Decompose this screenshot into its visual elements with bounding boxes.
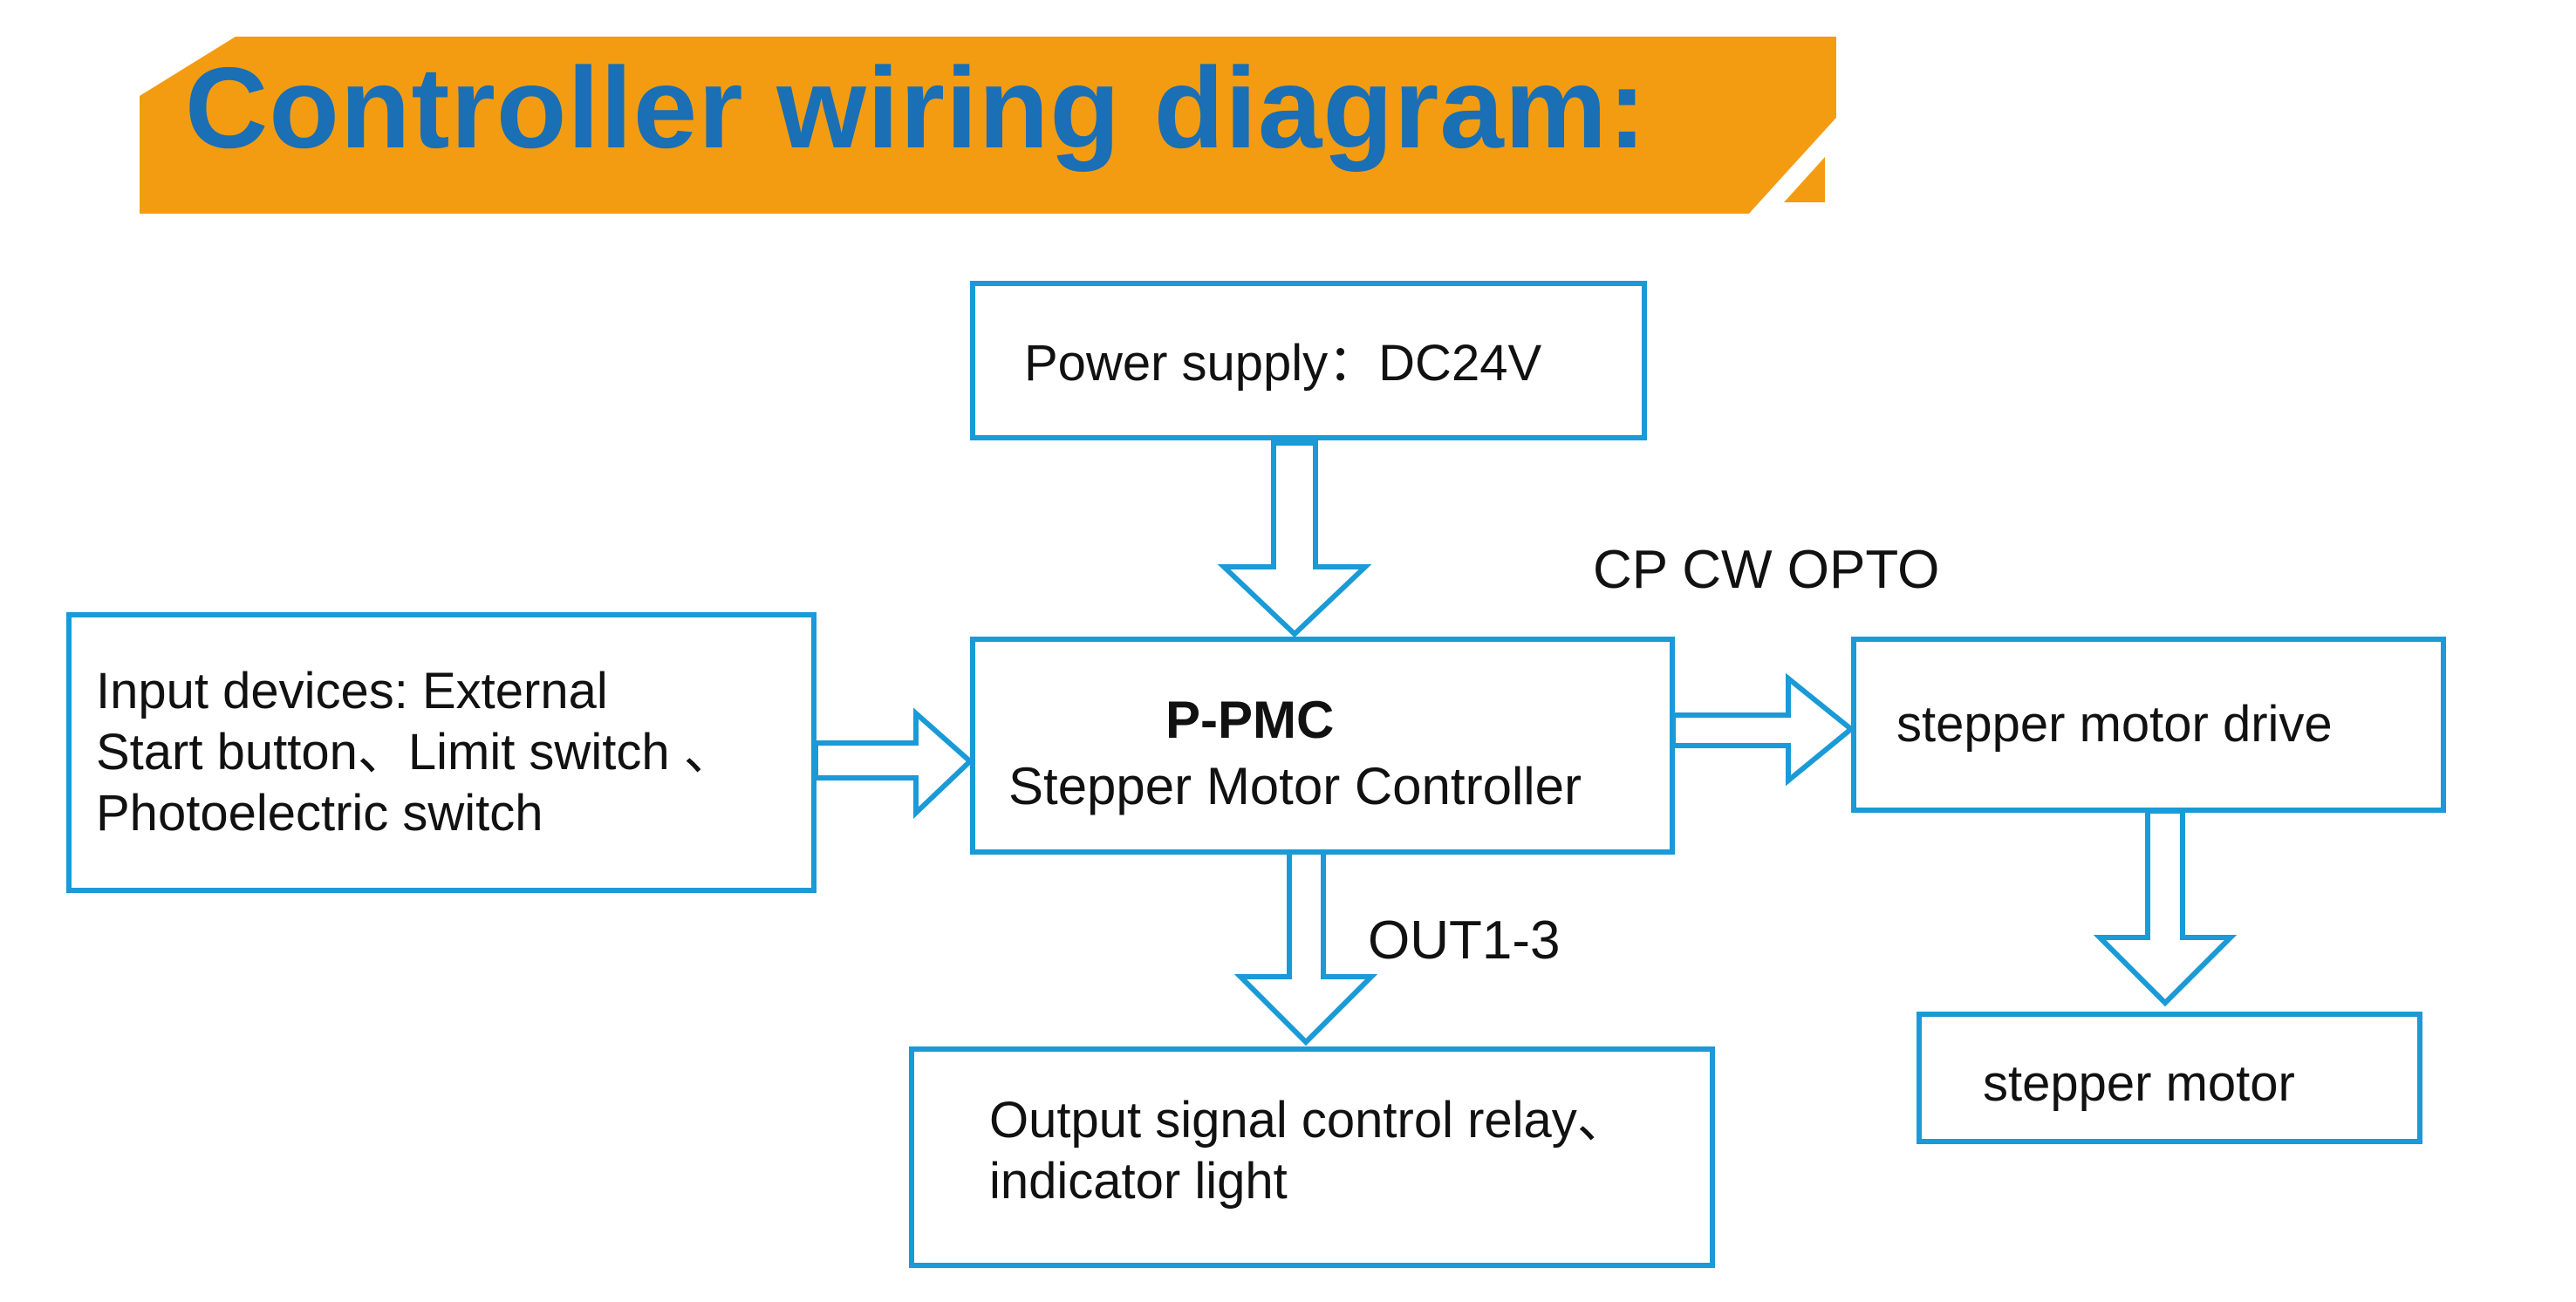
input-devices-line3: Photoelectric switch	[96, 785, 543, 842]
arrow-power-to-controller	[1217, 440, 1372, 638]
input-devices-line1: Input devices: External	[96, 663, 608, 719]
arrow-drive-to-motor	[2093, 808, 2238, 1007]
signal-label-out: OUT1-3	[1368, 910, 1561, 971]
output-box: Output signal control relay、 indicator l…	[909, 1046, 1715, 1268]
input-devices-box: Input devices: External Start button、Lim…	[66, 612, 817, 893]
signal-label-cp-cw-opto: CP CW OPTO	[1593, 540, 1940, 600]
power-supply-label: Power supply：DC24V	[1024, 335, 1542, 392]
output-line2: indicator light	[989, 1153, 1288, 1210]
title-banner	[140, 37, 1836, 214]
controller-description: Stepper Motor Controller	[1008, 757, 1582, 815]
stepper-motor-drive-label: stepper motor drive	[1896, 696, 2333, 753]
stepper-motor-box: stepper motor	[1917, 1012, 2422, 1144]
stepper-motor-drive-box: stepper motor drive	[1851, 637, 2446, 813]
controller-model: P-PMC	[1165, 691, 1335, 749]
power-supply-box: Power supply：DC24V	[970, 281, 1647, 440]
input-devices-line2: Start button、Limit switch 、	[96, 724, 735, 781]
page-title: Controller wiring diagram:	[184, 44, 1648, 172]
arrow-controller-to-output	[1233, 849, 1378, 1046]
stepper-motor-label: stepper motor	[1983, 1055, 2295, 1112]
controller-box: P-PMC Stepper Motor Controller	[970, 637, 1675, 855]
arrow-controller-to-drive	[1671, 672, 1855, 787]
output-line1: Output signal control relay、	[989, 1092, 1628, 1149]
arrow-input-to-controller	[813, 707, 974, 819]
banner-corner-accent	[1784, 157, 1825, 202]
